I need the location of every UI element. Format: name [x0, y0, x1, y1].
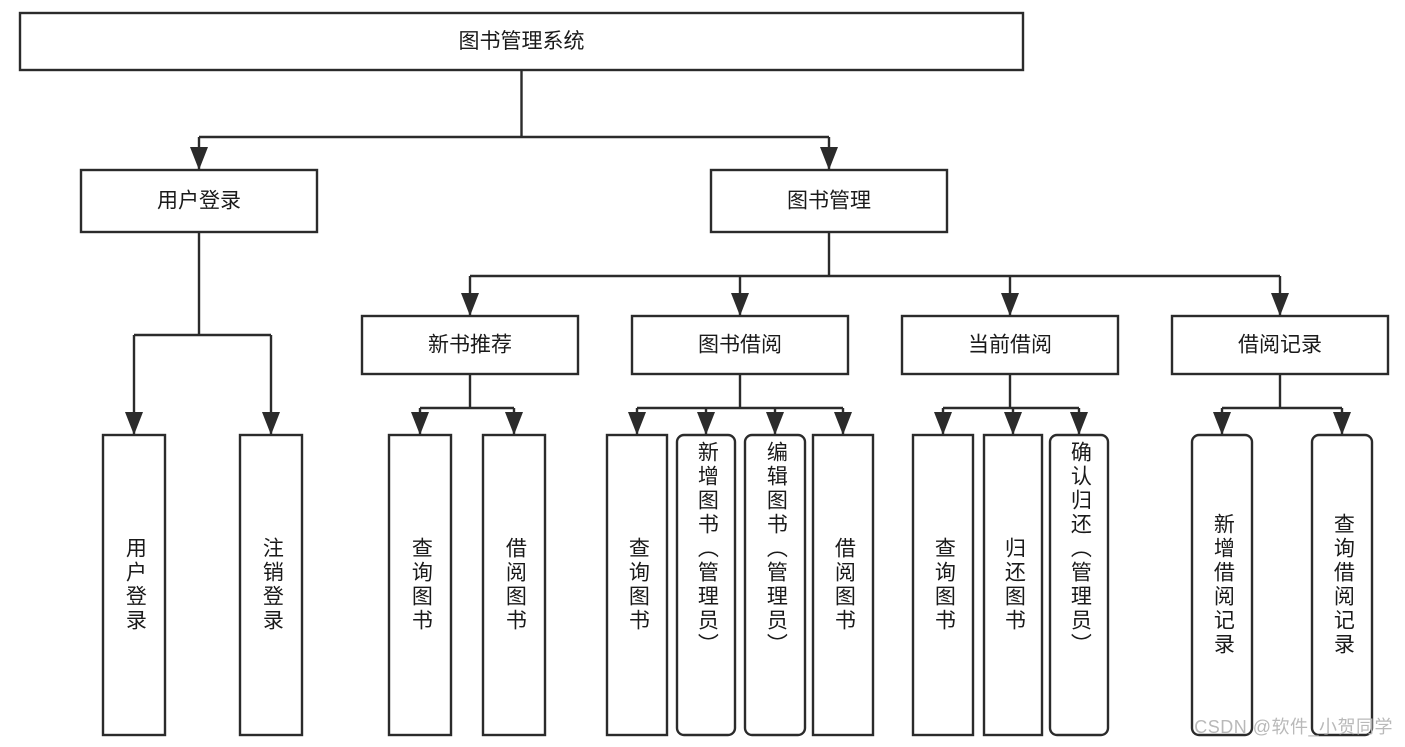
- node-label-book-manage: 图书管理: [787, 190, 871, 213]
- connector-layer: [125, 70, 1351, 435]
- node-book-borrow[interactable]: [630, 314, 850, 376]
- node-label-book-borrow: 图书借阅: [698, 334, 782, 357]
- node-user-login[interactable]: [79, 168, 319, 234]
- node-label-current-borrow: 当前借阅: [968, 334, 1052, 357]
- conn-current-borrow-arrow-2: [1070, 412, 1088, 435]
- node-leaf-confirm-return-admin[interactable]: [1048, 433, 1110, 737]
- node-leaf-edit-book-admin[interactable]: [743, 433, 807, 737]
- node-leaf-logout[interactable]: [238, 433, 304, 737]
- conn-current-borrow-arrow-0: [934, 412, 952, 435]
- conn-user-login-arrow-0: [125, 412, 143, 435]
- conn-book-manage-arrow-2: [1001, 293, 1019, 316]
- node-label-borrow-record: 借阅记录: [1238, 334, 1322, 357]
- node-leaf-query-book-current[interactable]: [911, 433, 975, 737]
- conn-borrow-record-arrow-1: [1333, 412, 1351, 435]
- node-book-manage[interactable]: [709, 168, 949, 234]
- node-borrow-record[interactable]: [1170, 314, 1390, 376]
- conn-book-manage-arrow-0: [461, 293, 479, 316]
- conn-root-arrow-0: [190, 147, 208, 170]
- node-leaf-user-login[interactable]: [101, 433, 167, 737]
- conn-book-borrow-arrow-3: [834, 412, 852, 435]
- node-leaf-query-book-recommend[interactable]: [387, 433, 453, 737]
- node-current-borrow[interactable]: [900, 314, 1120, 376]
- node-leaf-query-book-borrow[interactable]: [605, 433, 669, 737]
- node-leaf-query-borrow-record[interactable]: [1310, 433, 1374, 737]
- conn-user-login-arrow-1: [262, 412, 280, 435]
- node-label-new-book-recommend: 新书推荐: [428, 334, 512, 357]
- node-leaf-borrow-book[interactable]: [811, 433, 875, 737]
- conn-borrow-record-arrow-0: [1213, 412, 1231, 435]
- conn-book-borrow-arrow-1: [697, 412, 715, 435]
- node-root[interactable]: [18, 11, 1025, 72]
- conn-book-borrow-arrow-0: [628, 412, 646, 435]
- conn-book-manage-arrow-1: [731, 293, 749, 316]
- conn-current-borrow-arrow-1: [1004, 412, 1022, 435]
- conn-new-book-recommend-arrow-0: [411, 412, 429, 435]
- conn-root-arrow-1: [820, 147, 838, 170]
- conn-new-book-recommend-arrow-1: [505, 412, 523, 435]
- node-box-layer: [18, 11, 1390, 737]
- node-new-book-recommend[interactable]: [360, 314, 580, 376]
- node-leaf-borrow-book-recommend[interactable]: [481, 433, 547, 737]
- conn-book-borrow-arrow-2: [766, 412, 784, 435]
- node-leaf-add-borrow-record[interactable]: [1190, 433, 1254, 737]
- node-leaf-return-book[interactable]: [982, 433, 1044, 737]
- conn-book-manage-arrow-3: [1271, 293, 1289, 316]
- node-label-user-login: 用户登录: [157, 190, 241, 213]
- node-leaf-add-book-admin[interactable]: [675, 433, 737, 737]
- node-label-root: 图书管理系统: [459, 30, 585, 53]
